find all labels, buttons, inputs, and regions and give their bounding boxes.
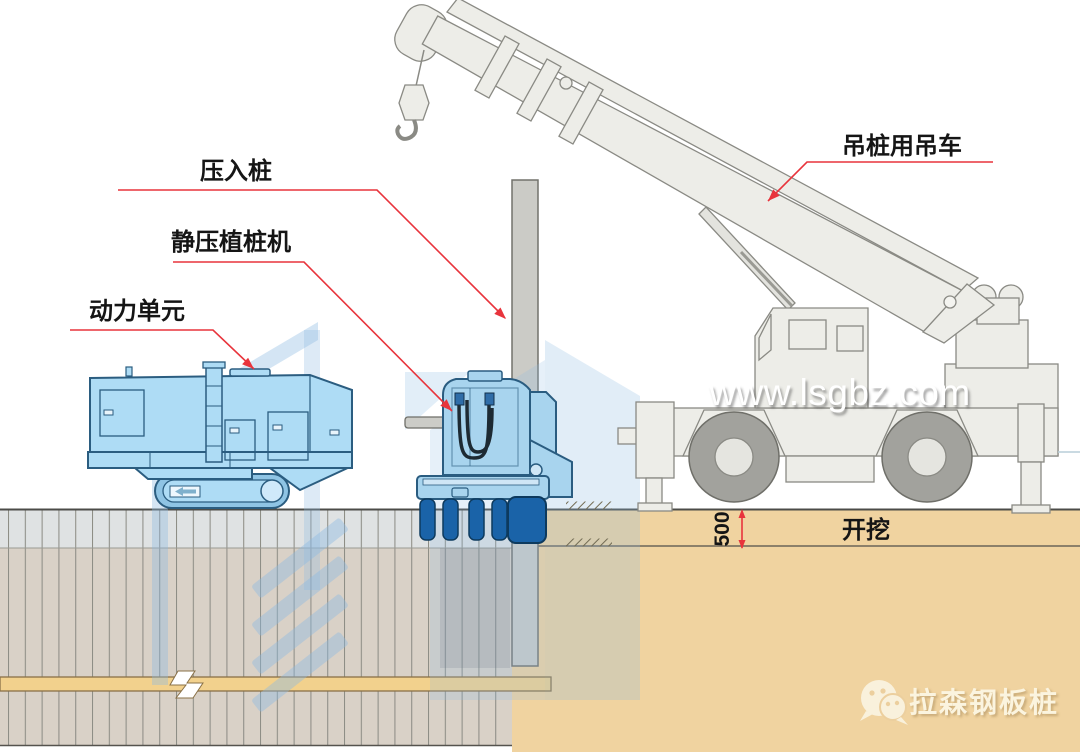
pile-crane-machine — [394, 0, 1080, 514]
rear-outrigger — [1017, 403, 1045, 463]
cab-window — [788, 319, 827, 350]
brand-name: 拉森钢板桩 — [909, 686, 1059, 718]
label-power-unit: 动力单元 — [89, 298, 185, 325]
leader-pile-crane — [767, 161, 993, 202]
hydraulic-hose — [465, 399, 494, 454]
clamp-foot — [442, 498, 459, 541]
brand-name-shadow: 拉森钢板桩 — [911, 688, 1061, 720]
site-watermark-shadow: www.lsgbz.com — [710, 375, 972, 416]
piler-body — [442, 378, 531, 476]
brand-badge: 拉森钢板桩 拉森钢板桩 — [860, 680, 1061, 725]
annotation-leaders — [70, 161, 993, 549]
waler-beam — [0, 670, 552, 699]
boom-upper-chord — [446, 0, 980, 292]
leader-power-unit — [70, 329, 255, 370]
silent-piler-machine — [404, 370, 573, 544]
crane-cab — [754, 307, 869, 409]
hydraulic-hose — [457, 399, 491, 460]
clamp-foot — [468, 498, 485, 541]
crane-hook-icon — [395, 119, 418, 141]
front-outrigger — [635, 401, 675, 479]
left-arrow-icon — [175, 487, 196, 496]
access-door — [224, 419, 256, 461]
break-symbol — [169, 670, 204, 699]
cab-window — [836, 325, 864, 352]
hook-block — [398, 84, 430, 121]
label-excavation: 开挖 — [842, 516, 890, 544]
windshield — [758, 313, 772, 362]
label-pressed-pile: 压入桩 — [200, 157, 272, 185]
pile-chuck — [507, 496, 547, 544]
label-depth-500: 500 — [711, 511, 734, 546]
hoist-cable — [415, 49, 425, 87]
power-unit-machine — [87, 361, 353, 509]
access-door — [267, 411, 309, 461]
ground-hatch-mark — [566, 501, 612, 510]
mast-pole — [205, 365, 223, 463]
clamp-foot — [419, 498, 436, 541]
site-watermark: www.lsgbz.com — [708, 372, 970, 413]
top-hatch — [229, 368, 271, 377]
label-silent-piler: 静压植桩机 — [171, 228, 291, 256]
wechat-icon — [860, 680, 908, 725]
leader-silent-piler — [173, 261, 453, 412]
ground-hatch-mark — [566, 538, 612, 547]
label-pile-crane: 吊桩用吊车 — [842, 132, 962, 160]
leader-pressed-pile — [118, 189, 506, 319]
soil-excavation-side — [512, 509, 1080, 752]
access-door — [99, 389, 145, 437]
clamp-foot — [491, 498, 508, 541]
